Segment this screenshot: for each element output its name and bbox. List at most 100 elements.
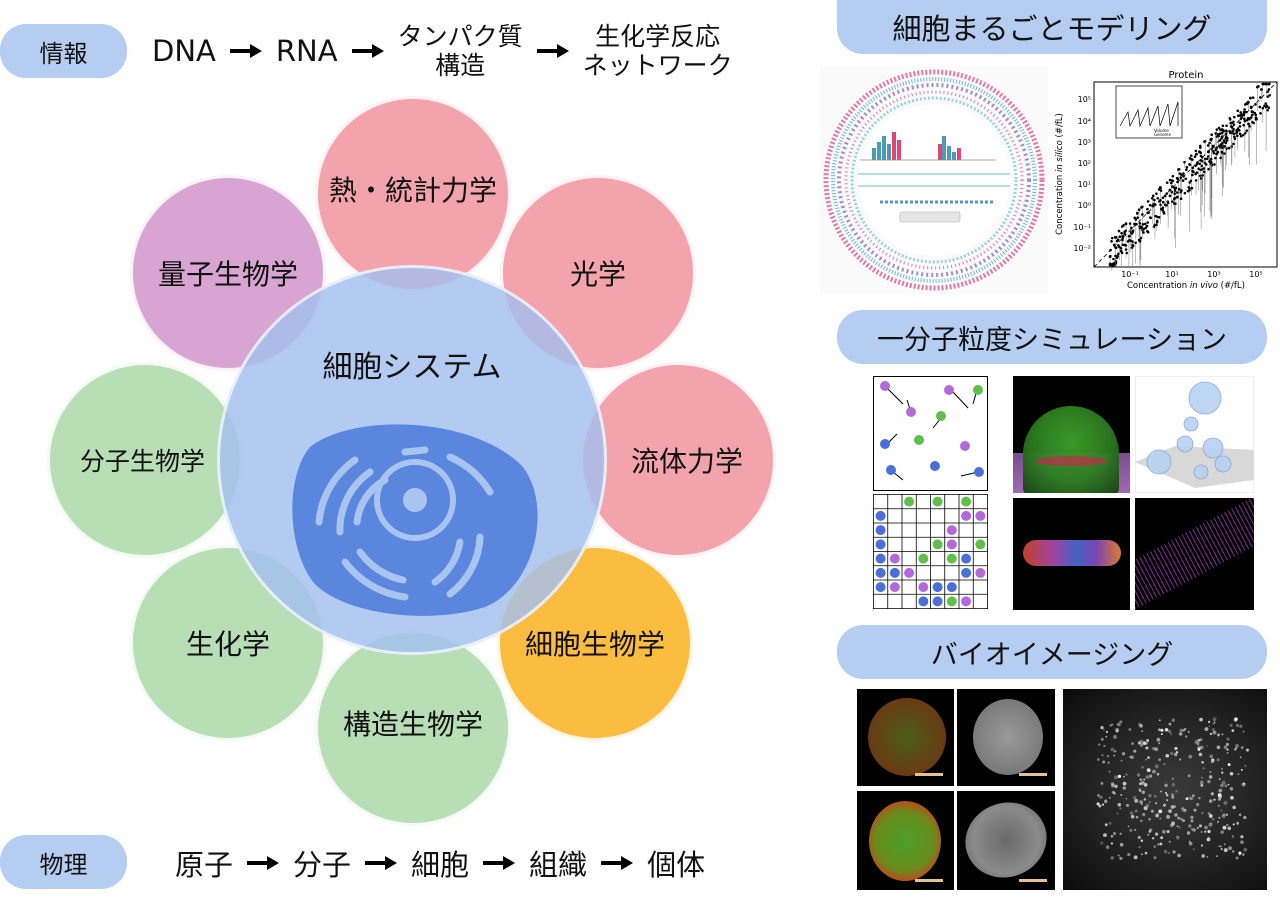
speckle	[1156, 814, 1159, 818]
speckle	[1172, 850, 1176, 854]
field-label: 細胞生物学	[524, 628, 665, 661]
speckle	[1145, 775, 1150, 780]
speckle	[1240, 768, 1243, 771]
microscopy-image-1	[857, 689, 954, 786]
speckle	[1148, 830, 1152, 833]
field-circle-structbio: 構造生物学	[315, 630, 511, 826]
lattice-particle	[875, 539, 886, 550]
speckle	[1139, 778, 1143, 781]
speckle	[1108, 821, 1112, 825]
speckle	[1231, 835, 1235, 838]
lattice-particle	[946, 553, 957, 564]
speckle	[1164, 783, 1168, 788]
scatter-point	[1249, 96, 1252, 100]
scatter-point	[1165, 192, 1169, 195]
speckle	[1139, 800, 1143, 804]
speckle	[1220, 848, 1223, 851]
scatter-point	[1243, 119, 1247, 123]
scatter-point	[1118, 235, 1122, 239]
scatter-point	[1183, 191, 1187, 195]
speckle	[1207, 829, 1211, 834]
speckle	[1162, 803, 1167, 807]
speckle	[1100, 726, 1104, 730]
scatter-point	[1206, 157, 1209, 161]
info-label-pill: 情報	[0, 24, 127, 78]
lattice-particle	[961, 553, 972, 564]
scatter-point	[1161, 200, 1165, 204]
speckle	[1221, 733, 1224, 736]
scatter-point	[1222, 139, 1226, 142]
speckle	[1105, 735, 1108, 738]
physics-step: 細胞	[411, 848, 470, 882]
speckle	[1227, 783, 1230, 786]
field-circle-fluid: 流体力学	[580, 362, 776, 558]
scatter-point	[1188, 187, 1191, 190]
speckle	[1190, 797, 1194, 801]
speckle	[1234, 747, 1238, 750]
arrow-right-icon	[365, 856, 398, 870]
speckle	[1199, 717, 1203, 722]
info-step-rna: RNA	[275, 34, 338, 68]
speckle	[1130, 755, 1135, 760]
speckle	[1160, 728, 1164, 732]
speckle	[1126, 803, 1130, 807]
speckle	[1120, 793, 1123, 797]
single-molecule-image	[1063, 689, 1267, 890]
speckle	[1223, 843, 1226, 846]
speckle	[1218, 816, 1221, 819]
x-axis-label: Concentration in vivo (#/fL)	[1127, 281, 1245, 291]
speckle	[1145, 742, 1148, 745]
speckle	[1106, 754, 1110, 758]
speckle	[1195, 802, 1200, 807]
speckle	[1130, 814, 1135, 819]
scatter-point	[1216, 132, 1220, 136]
speckle	[1212, 722, 1215, 725]
y-axis-label: Concentration in silico (#/fL)	[1055, 113, 1065, 235]
scatter-point	[1259, 96, 1262, 99]
speckle	[1168, 809, 1172, 813]
scatter-point	[1191, 166, 1195, 170]
speckle	[1156, 772, 1160, 776]
speckle	[1108, 796, 1111, 799]
speckle	[1125, 773, 1128, 776]
lattice-particle	[946, 539, 957, 550]
scatter-point	[1179, 176, 1183, 179]
speckle	[1166, 799, 1169, 802]
lattice-particle	[961, 567, 972, 578]
scatter-point	[1224, 132, 1228, 136]
speckle	[1242, 782, 1246, 785]
speckle	[1198, 824, 1202, 828]
speckle	[1190, 819, 1194, 823]
scatter-point	[1146, 230, 1150, 234]
lattice-particle	[961, 510, 972, 521]
scatter-point	[1218, 139, 1222, 142]
speckle	[1231, 729, 1235, 733]
speckle	[1200, 745, 1204, 750]
speckle	[1146, 739, 1150, 742]
speckle	[1104, 799, 1107, 802]
scatter-point	[1264, 105, 1268, 109]
scatter-point	[1145, 224, 1149, 228]
scatter-point	[1133, 222, 1136, 226]
scatter-point	[1194, 149, 1198, 153]
speckle	[1175, 790, 1178, 793]
speckle	[1160, 836, 1164, 840]
speckle	[1204, 825, 1208, 830]
scatter-point	[1141, 223, 1145, 226]
speckle	[1225, 823, 1229, 827]
speckle	[1167, 851, 1170, 855]
speckle	[1140, 781, 1145, 785]
scatter-point	[1169, 181, 1173, 185]
scatter-point	[1225, 124, 1228, 128]
speckle	[1201, 854, 1205, 858]
scatter-point	[1137, 238, 1141, 242]
scatter-point	[1236, 114, 1240, 118]
scatter-point	[1141, 205, 1144, 209]
speckle	[1235, 856, 1239, 860]
speckle	[1170, 733, 1173, 736]
speckle	[1240, 840, 1244, 845]
speckle	[1107, 761, 1110, 764]
speckle	[1153, 856, 1157, 860]
speckle	[1117, 802, 1122, 807]
scatter-point	[1198, 162, 1202, 166]
